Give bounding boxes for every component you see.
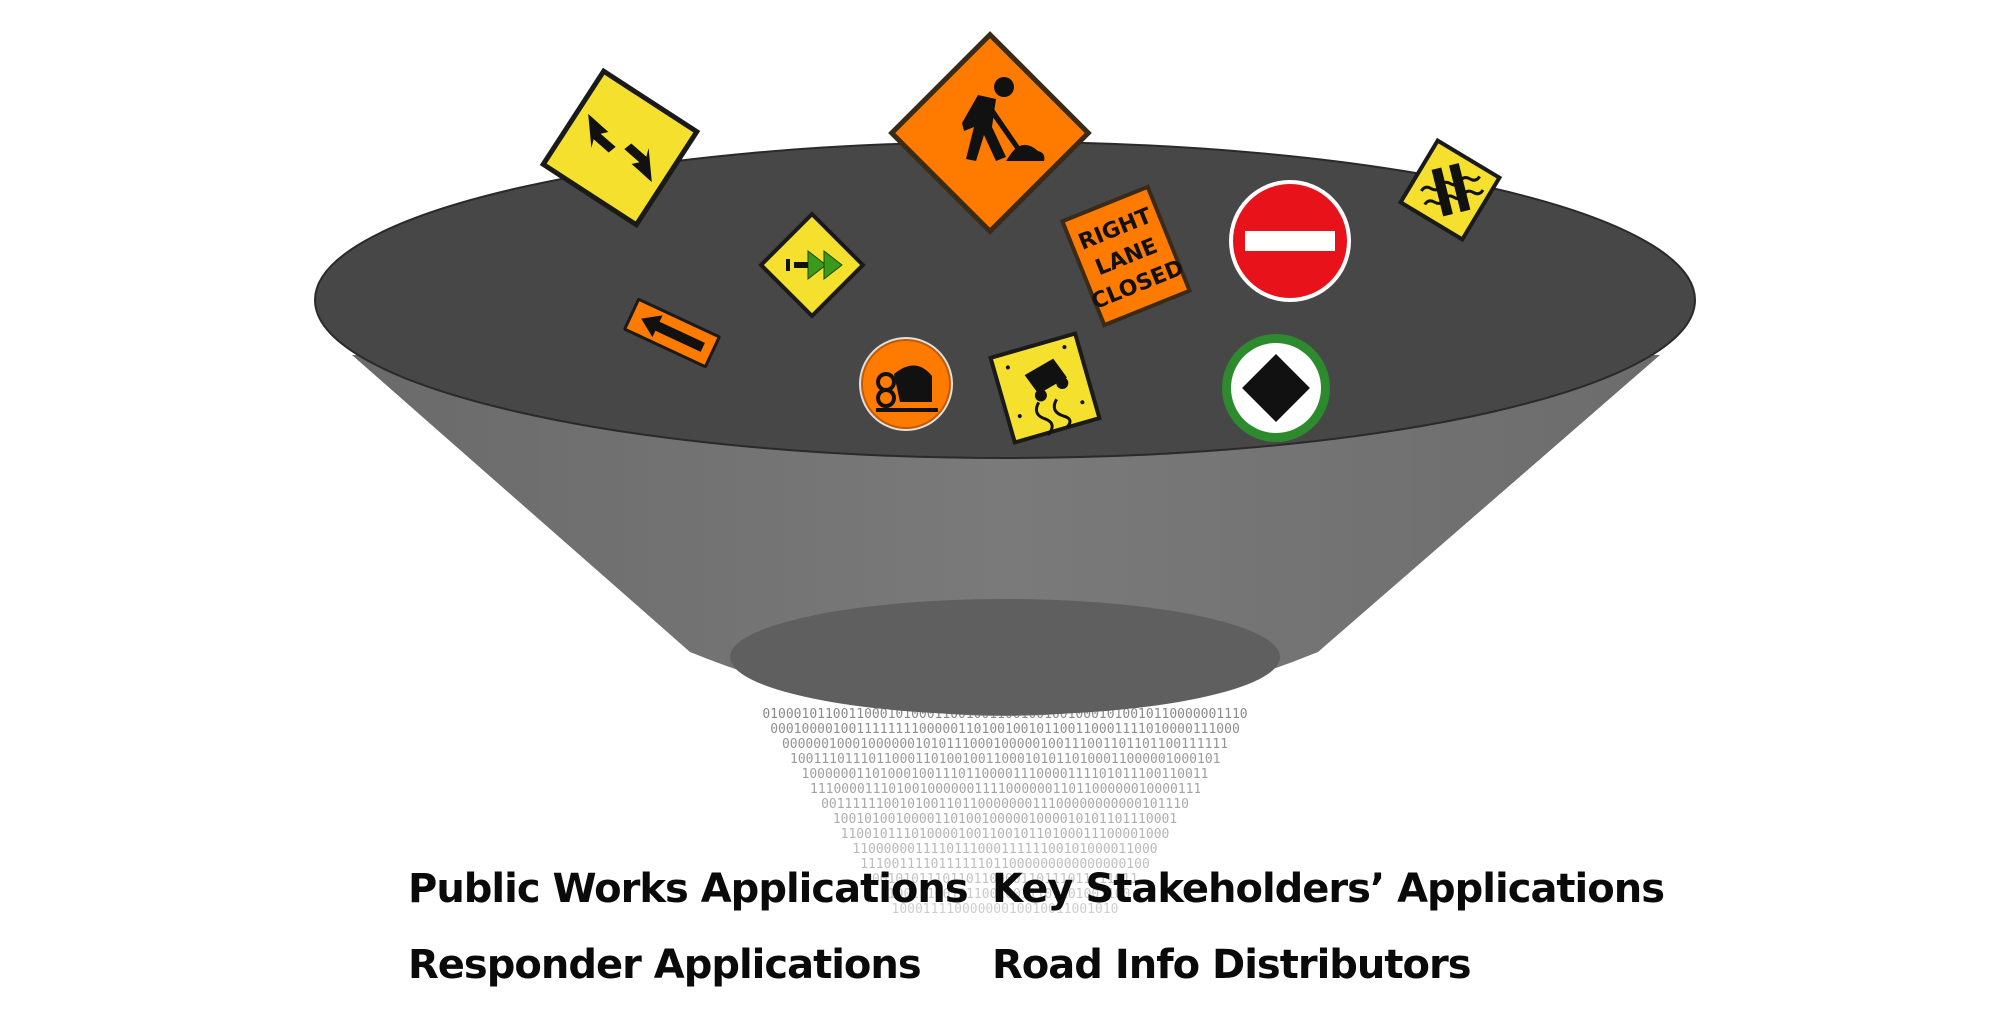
funnel-body (352, 355, 1660, 716)
two-way-traffic-sign-icon (539, 67, 701, 229)
crash-sign-icon (859, 337, 953, 431)
binary-row: 1001110111011000110100100110001010110100… (790, 753, 1220, 767)
label-public-works-applications: Public Works Applications (408, 866, 969, 912)
wavy-lanes-sign-icon (1397, 137, 1503, 243)
left-arrow-sign-icon (623, 297, 721, 369)
binary-row: 10001111000000010010011001010 (891, 903, 1119, 917)
funnel-bottom-opening (730, 599, 1280, 715)
label-key-stakeholders-applications: Key Stakeholders’ Applications (992, 866, 1665, 912)
label-road-info-distributors: Road Info Distributors (992, 942, 1472, 988)
binary-row: 0000001000100000010101110001000001001110… (781, 738, 1229, 752)
slippery-road-sign-icon (988, 331, 1102, 445)
binary-row: 1110000111010010000001111000000110110000… (810, 783, 1200, 797)
lane-merge-sign-icon (758, 211, 866, 319)
right-lane-closed-sign-icon: RIGHT LANE CLOSED (1059, 184, 1193, 328)
binary-row: 0010101110110110000110111011111011 (871, 873, 1139, 887)
binary-row: 1001010010000110100100000100001010110111… (832, 813, 1178, 827)
binary-row: 1000000110100010011101100001110000111101… (801, 768, 1209, 782)
binary-row: 1100101110100001001100101101000111000010… (840, 828, 1170, 842)
binary-row: 11001110010110010011101101001100 (880, 888, 1130, 902)
binary-row: 1110011110111111011000000000000000100 (860, 858, 1150, 872)
do-not-enter-sign-icon (1229, 180, 1351, 302)
label-responder-applications: Responder Applications (408, 942, 922, 988)
binary-row: 0011111100101001101100000001110000000000… (821, 798, 1189, 812)
binary-row: 110000001111011100011111100101000011000 (852, 843, 1158, 857)
diamond-lane-sign-icon (1222, 334, 1330, 442)
binary-row: 0001000010011111111000001101001001011001… (770, 723, 1240, 737)
